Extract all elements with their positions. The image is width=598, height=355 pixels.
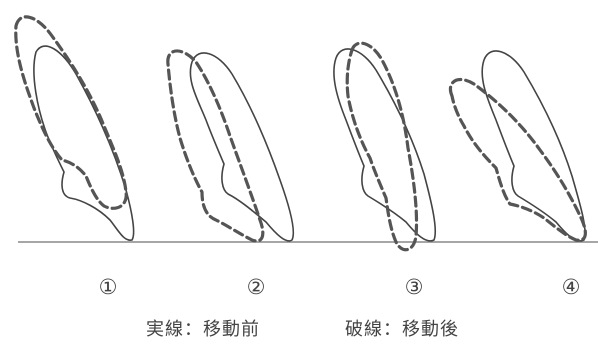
figure-4	[448, 50, 587, 242]
tooth-outline-after	[14, 15, 128, 210]
legend-solid: 実線：移動前	[146, 319, 260, 340]
figure-1	[14, 15, 135, 241]
figure-label-4: ④	[561, 275, 581, 299]
tooth-outline-after	[345, 41, 419, 252]
tooth-outline-before	[189, 52, 295, 242]
figure-label-1: ①	[98, 275, 118, 299]
figure-3	[333, 41, 437, 252]
figure-label-2: ②	[246, 275, 266, 299]
tooth-outline-before	[481, 50, 586, 242]
figure-2	[166, 49, 295, 243]
legend-dashed: 破線：移動後	[345, 319, 459, 340]
tooth-outline-after	[448, 78, 587, 242]
figure-label-3: ③	[404, 275, 424, 299]
tooth-outline-after	[166, 49, 265, 243]
tooth-outline-before	[333, 48, 437, 242]
